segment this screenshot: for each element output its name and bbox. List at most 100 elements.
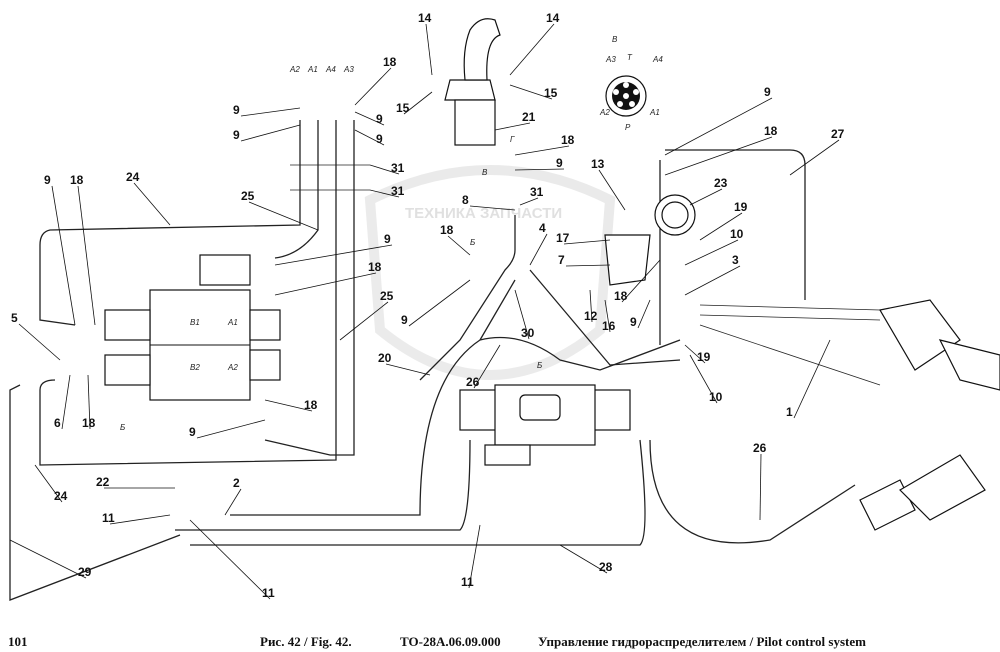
callout-leader <box>51 185 76 326</box>
callout-leader <box>759 453 762 521</box>
callout-leader <box>248 201 319 231</box>
callout-leader <box>664 97 773 156</box>
callout-number: 12 <box>584 309 598 323</box>
port-label: Т <box>627 53 633 62</box>
callout-number: 25 <box>380 289 394 303</box>
callout-number: 18 <box>440 223 454 237</box>
section-mark: В <box>482 168 488 177</box>
callout-number: 31 <box>391 184 405 198</box>
callout-leader <box>604 299 611 333</box>
callout-number: 9 <box>189 425 196 439</box>
port-label: В1 <box>190 318 200 327</box>
figure-title: Управление гидрораспределителем / Pilot … <box>538 634 866 649</box>
callout-leader <box>689 354 718 404</box>
hydraulic-cylinders <box>859 299 1000 531</box>
port-label: В2 <box>190 363 200 372</box>
callout-number: 24 <box>54 489 68 503</box>
callout-number: 2 <box>233 476 240 490</box>
callout-leader <box>447 235 471 256</box>
callout-leader <box>494 122 531 131</box>
callout-number: 11 <box>102 511 115 525</box>
callout-number: 24 <box>126 170 140 184</box>
port-label: А3 <box>605 55 616 64</box>
callout-number: 13 <box>591 157 605 171</box>
callout-number: 18 <box>614 289 628 303</box>
callout-leader <box>519 197 539 206</box>
callout-leader <box>563 239 611 245</box>
callout-leader <box>529 233 548 266</box>
callout-number: 31 <box>530 185 544 199</box>
callout-number: 9 <box>233 128 240 142</box>
port-label: А3 <box>343 65 354 74</box>
callout-number: 19 <box>734 200 748 214</box>
callout-number: 15 <box>544 86 558 100</box>
callout-leader <box>684 344 706 364</box>
section-mark: Б <box>537 361 542 370</box>
callout-number: 20 <box>378 351 392 365</box>
callout-number: 14 <box>418 11 432 25</box>
callout-leader <box>565 264 611 267</box>
section-mark: Г <box>510 135 515 144</box>
callout-leader <box>189 519 271 600</box>
callout-number: 18 <box>561 133 575 147</box>
callout-leader <box>77 185 96 326</box>
callout-number: 21 <box>522 110 536 124</box>
callout-number: 9 <box>233 103 240 117</box>
callout-number: 11 <box>461 575 474 589</box>
callout-leader <box>274 272 377 296</box>
callout-number: 8 <box>462 193 469 207</box>
callout-number: 31 <box>391 161 405 175</box>
callout-number: 9 <box>384 232 391 246</box>
callout-leader <box>664 136 773 176</box>
callout-leader <box>385 363 431 376</box>
callout-leader <box>589 289 593 323</box>
callout-leader <box>699 212 743 241</box>
port-label: А2 <box>599 108 610 117</box>
port-label: А2 <box>227 363 238 372</box>
callout-number: 27 <box>831 127 845 141</box>
callout-leader <box>793 339 831 419</box>
callout-number: 18 <box>383 55 397 69</box>
callout-number: 1 <box>786 405 793 419</box>
callout-leader <box>224 488 242 516</box>
callout-number: 14 <box>546 11 560 25</box>
callout-number: 19 <box>697 350 711 364</box>
callout-leader <box>598 169 626 211</box>
callout-leader <box>468 524 481 589</box>
callout-leader <box>354 111 385 126</box>
callout-leader <box>684 239 739 266</box>
callout-number: 16 <box>602 319 616 333</box>
callout-number: 23 <box>714 176 728 190</box>
callout-number: 9 <box>630 315 637 329</box>
pilot-pump <box>459 384 631 466</box>
callout-leader <box>354 67 392 106</box>
callout-leader <box>240 107 301 117</box>
callout-number: 5 <box>11 311 18 325</box>
callout-leader <box>403 91 433 115</box>
callout-leader <box>559 544 608 574</box>
callout-number: 3 <box>732 253 739 267</box>
callout-number: 18 <box>368 260 382 274</box>
callout-number: 10 <box>730 227 744 241</box>
port-label: А1 <box>649 108 660 117</box>
callout-leader <box>196 419 266 439</box>
callout-leader <box>9 539 87 579</box>
callout-number: 26 <box>753 441 767 455</box>
callout-leader <box>264 399 313 412</box>
callout-leader <box>369 189 400 198</box>
callout-leader <box>684 265 741 296</box>
callout-number: 18 <box>764 124 778 138</box>
page-number: 101 <box>8 634 28 649</box>
callout-number: 17 <box>556 231 570 245</box>
callout-leader <box>789 139 840 176</box>
callout-number: 29 <box>78 565 92 579</box>
callout-leader <box>354 129 385 146</box>
callout-leader <box>469 205 516 211</box>
callout-number: 7 <box>558 253 565 267</box>
callout-number: 9 <box>764 85 771 99</box>
callout-leader <box>109 514 171 525</box>
callout-leader <box>509 23 555 76</box>
port-label: А2 <box>289 65 300 74</box>
